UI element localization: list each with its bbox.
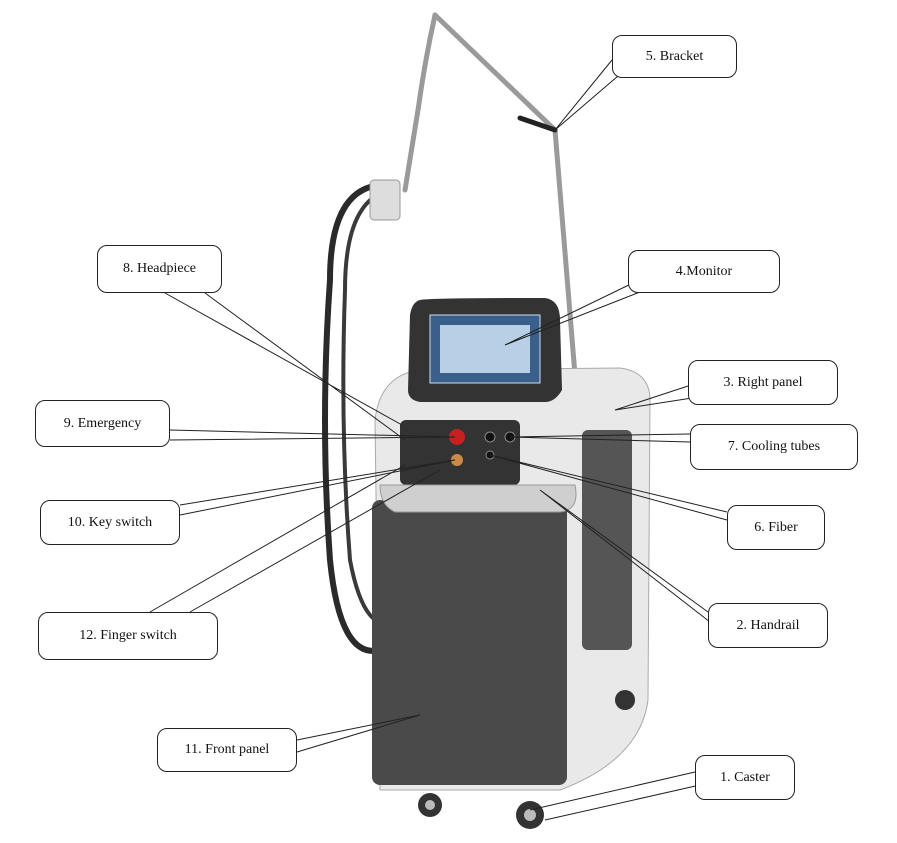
label-monitor: 4.Monitor bbox=[628, 250, 780, 293]
label-headpiece: 8. Headpiece bbox=[97, 245, 222, 293]
label-finger-switch: 12. Finger switch bbox=[38, 612, 218, 660]
label-cooling-tubes: 7. Cooling tubes bbox=[690, 424, 858, 470]
callout-pointers bbox=[149, 59, 728, 821]
handrail-shape bbox=[379, 484, 577, 513]
emergency-button bbox=[449, 429, 465, 445]
side-window bbox=[582, 430, 632, 650]
label-caster: 1. Caster bbox=[695, 755, 795, 800]
label-emergency: 9. Emergency bbox=[35, 400, 170, 447]
label-bracket: 5. Bracket bbox=[612, 35, 737, 78]
label-handrail: 2. Handrail bbox=[708, 603, 828, 648]
label-right-panel: 3. Right panel bbox=[688, 360, 838, 405]
label-fiber: 6. Fiber bbox=[727, 505, 825, 550]
front-panel-shape bbox=[372, 500, 567, 785]
label-key-switch: 10. Key switch bbox=[40, 500, 180, 545]
label-front-panel: 11. Front panel bbox=[157, 728, 297, 772]
key-switch-shape bbox=[451, 454, 463, 466]
